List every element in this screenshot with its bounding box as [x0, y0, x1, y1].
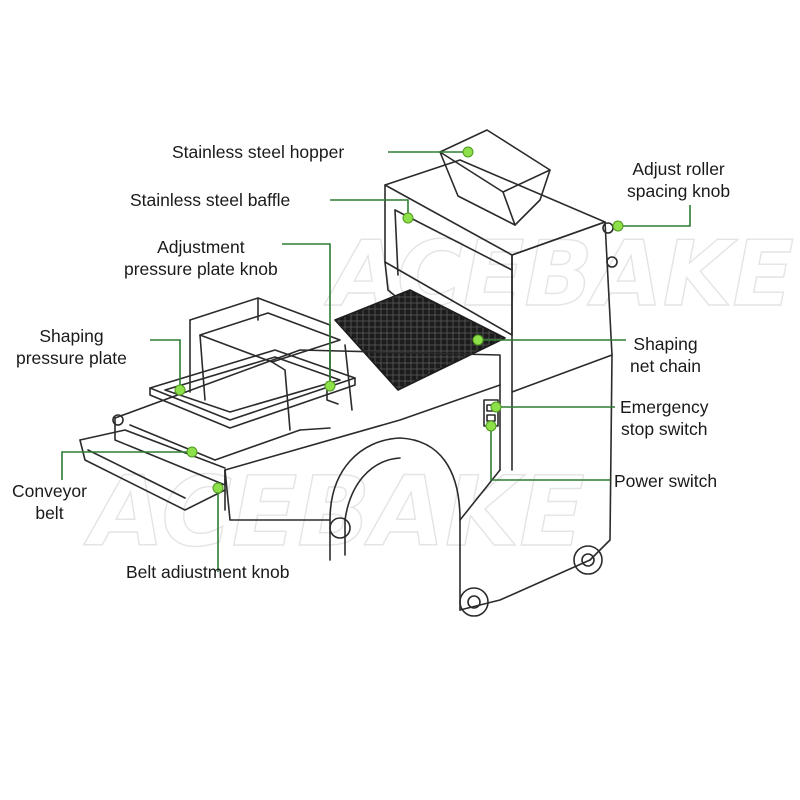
dot-belt-knob — [212, 482, 224, 494]
label-baffle: Stainless steel baffle — [130, 190, 291, 210]
knob-details — [112, 222, 618, 426]
leader-lines — [61, 151, 691, 572]
label-net-chain: Shaping net chain — [630, 334, 702, 376]
leader-pressure-knob — [282, 243, 331, 386]
label-shaping-plate: Shaping pressure plate — [16, 326, 127, 368]
dot-emergency — [490, 401, 502, 413]
dot-baffle — [402, 212, 414, 224]
marker-dots — [174, 146, 624, 494]
dot-conveyor — [186, 446, 198, 458]
hopper — [439, 129, 551, 226]
wheels — [329, 517, 603, 617]
shaping-net-chain — [334, 289, 506, 391]
dot-shaping-plate — [174, 384, 186, 396]
leader-conveyor — [61, 451, 192, 480]
label-conveyor-belt: Conveyor belt — [12, 481, 87, 523]
label-belt-knob: Belt adiustment knob — [126, 562, 290, 582]
label-pressure-knob: Adjustment pressure plate knob — [124, 237, 278, 279]
leader-shaping-plate — [150, 339, 181, 390]
dot-pressure-knob — [324, 380, 336, 392]
leader-baffle — [330, 199, 409, 218]
watermark-bottom: ACEBAKE — [83, 456, 585, 568]
label-hopper: Stainless steel hopper — [172, 142, 345, 162]
leader-roller-knob — [618, 205, 691, 227]
label-power-switch: Power switch — [614, 471, 718, 491]
label-roller-knob: Adjust roller spacing knob — [627, 159, 731, 201]
dot-roller-knob — [612, 220, 624, 232]
lower-body — [114, 349, 613, 611]
dot-power — [485, 420, 497, 432]
label-emergency-stop: Emergency stop switch — [620, 397, 709, 439]
leader-power — [490, 426, 610, 481]
dot-hopper — [462, 146, 474, 158]
dot-net-chain — [472, 334, 484, 346]
